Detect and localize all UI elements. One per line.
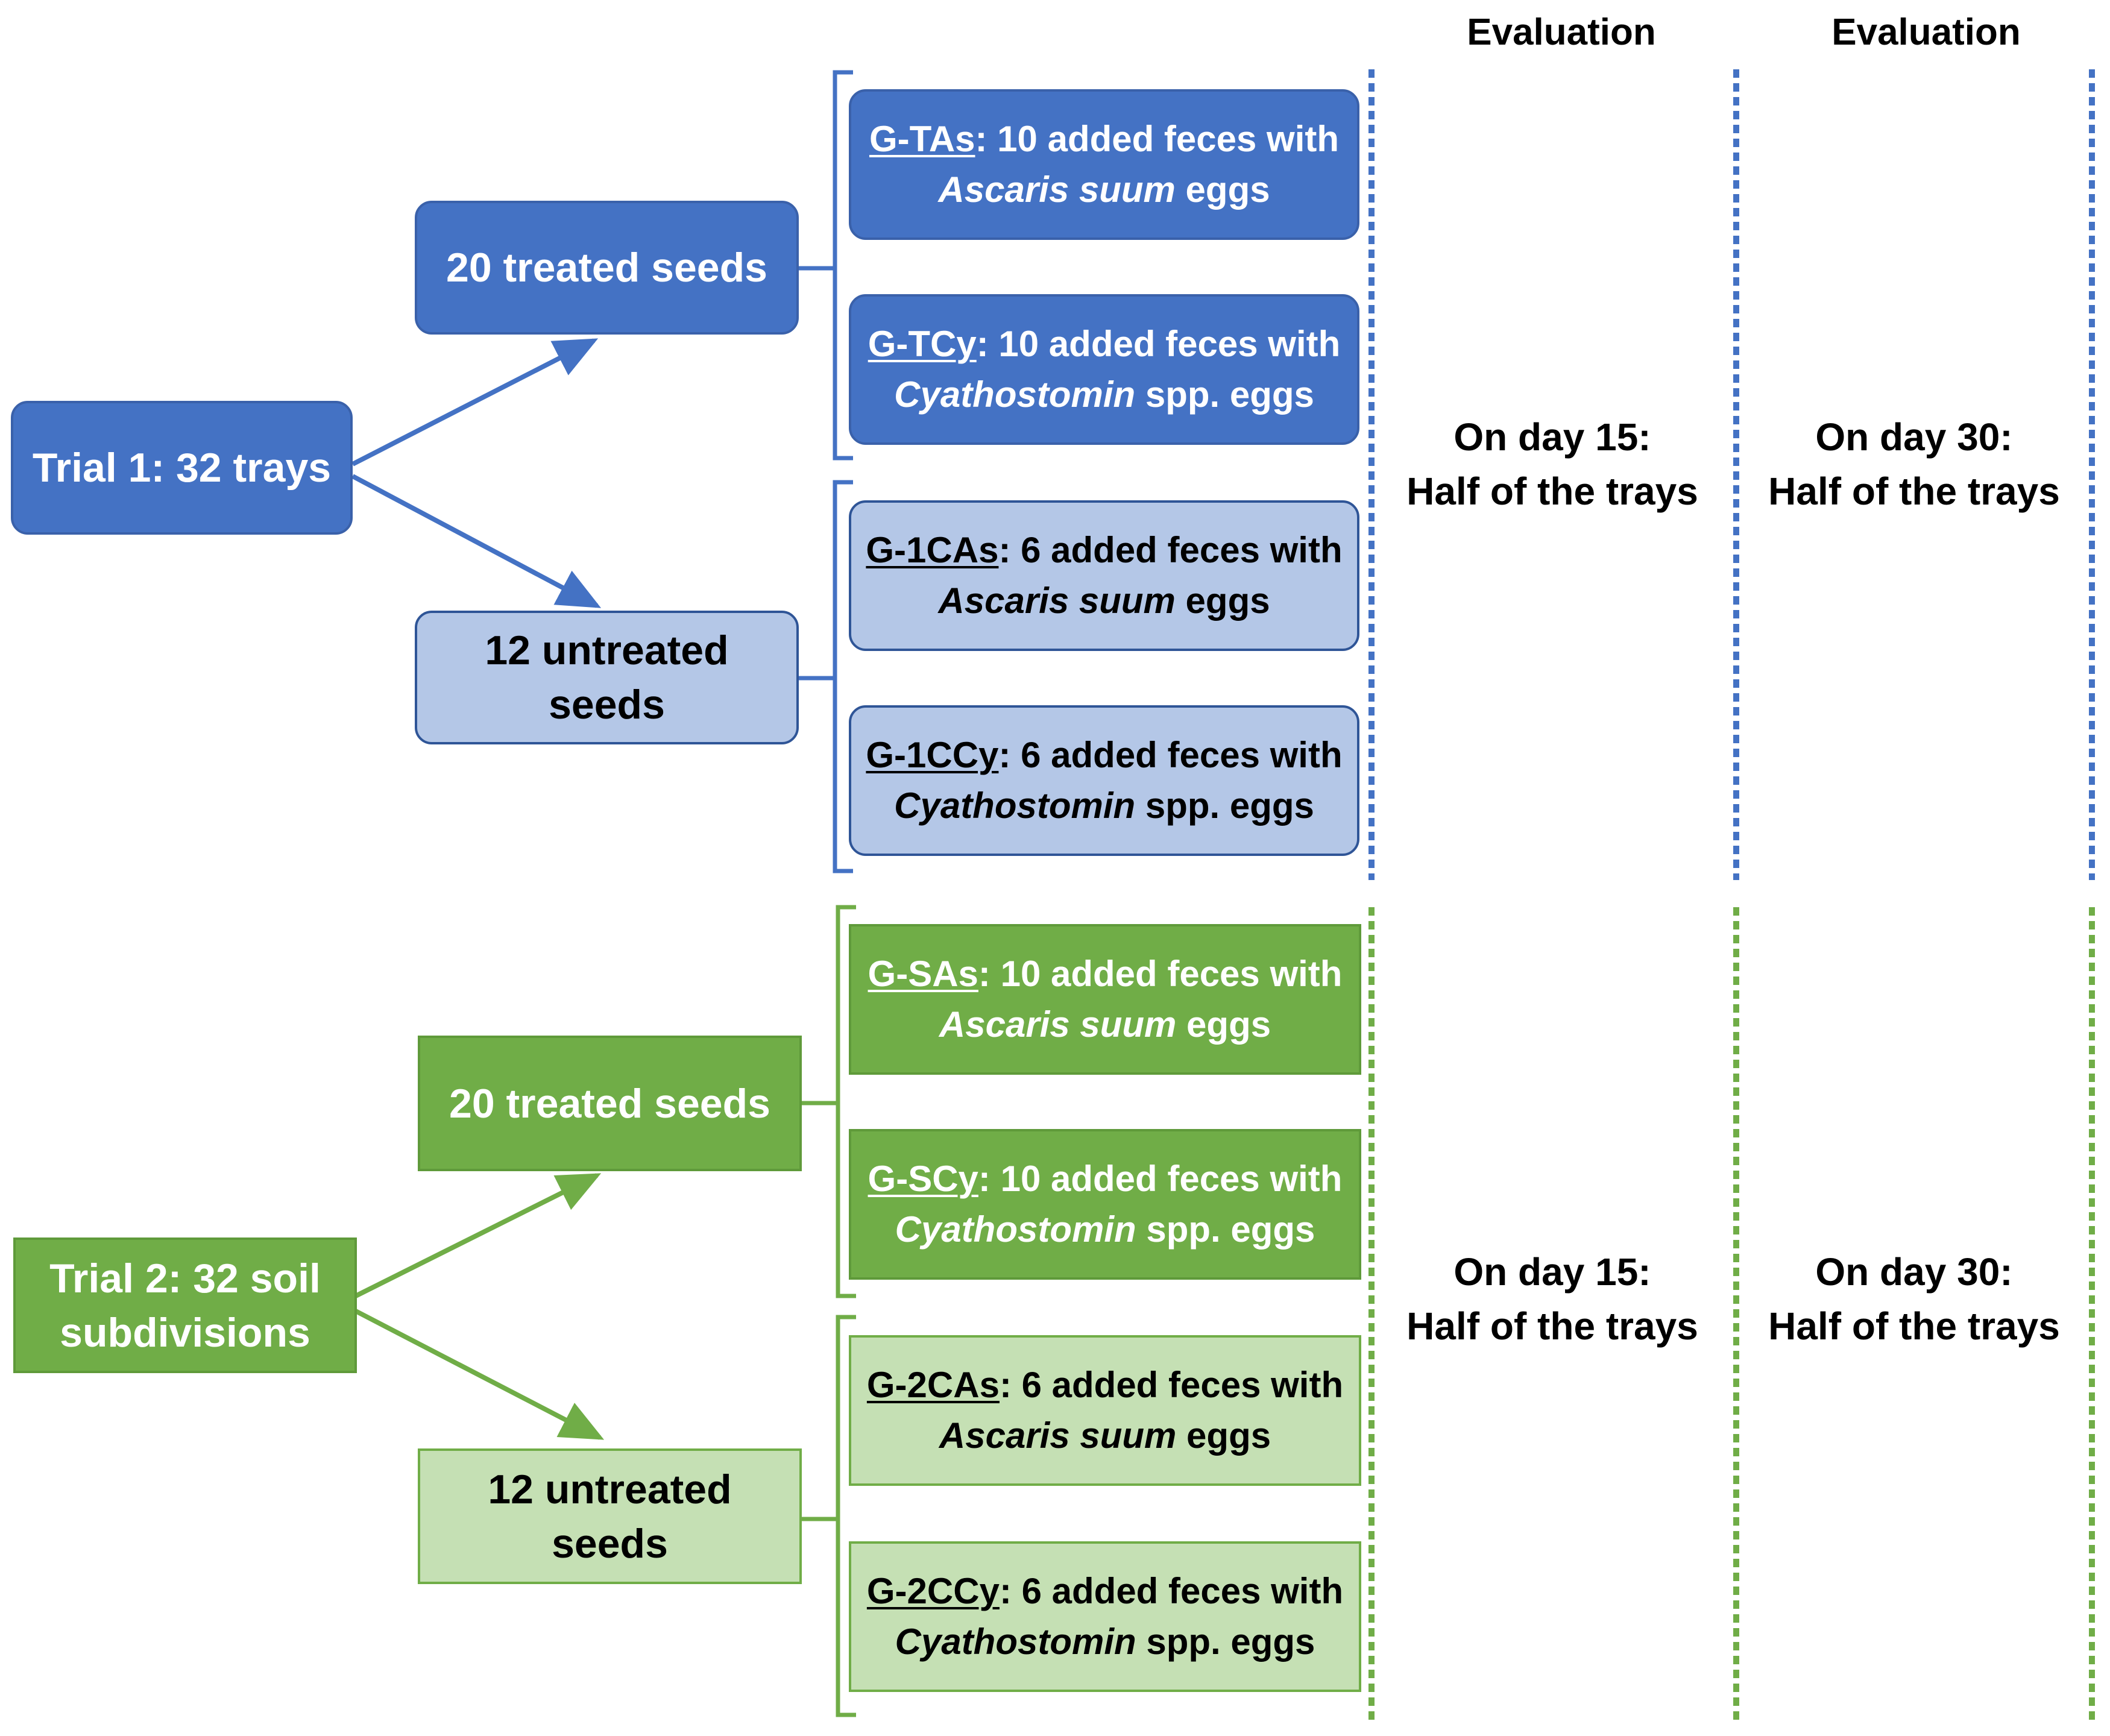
evaluation-header-right: Evaluation xyxy=(1831,11,2021,53)
trial1-treated-bracket xyxy=(799,70,853,461)
eval-day15-line2: Half of the trays xyxy=(1406,470,1698,513)
eval-day30-line2: Half of the trays xyxy=(1768,470,2060,513)
group-description: : 6 added feces with xyxy=(999,1365,1344,1405)
trial1-arrow-treated xyxy=(351,338,599,467)
group-box-g-1ccy: G-1CCy: 6 added feces with Cyathostomin … xyxy=(849,705,1359,856)
egg-suffix: eggs xyxy=(1176,1415,1271,1456)
group-box-g-1cas: G-1CAs: 6 added feces with Ascaris suum … xyxy=(849,500,1359,651)
egg-suffix: spp. eggs xyxy=(1136,1209,1315,1250)
group-description: : 10 added feces with xyxy=(975,119,1340,159)
trial1-untreated-line1: 12 untreated xyxy=(485,627,729,673)
trial2-treated-label: 20 treated seeds xyxy=(449,1080,770,1127)
egg-suffix: eggs xyxy=(1175,580,1270,621)
trial2-eval-day15: On day 15: Half of the trays xyxy=(1384,1245,1721,1353)
group-box-g-tcy: G-TCy: 10 added feces with Cyathostomin … xyxy=(849,294,1359,445)
egg-suffix: spp. eggs xyxy=(1135,785,1314,826)
species-name: Ascaris suum xyxy=(939,1004,1177,1045)
egg-suffix: eggs xyxy=(1175,169,1270,210)
trial2-untreated-bracket xyxy=(802,1315,856,1717)
species-name: Cyathostomin xyxy=(895,1209,1136,1250)
evaluation-header-left: Evaluation xyxy=(1467,11,1656,53)
species-name: Cyathostomin xyxy=(894,374,1136,415)
egg-suffix: spp. eggs xyxy=(1136,1621,1315,1662)
trial2-eval-day30: On day 30: Half of the trays xyxy=(1745,1245,2083,1353)
species-name: Ascaris suum xyxy=(939,1415,1177,1456)
species-name: Ascaris suum xyxy=(938,169,1176,210)
trial1-untreated-line2: seeds xyxy=(549,682,665,728)
group-description: : 10 added feces with xyxy=(978,1159,1343,1199)
group-code: G-2CAs xyxy=(866,1365,1000,1405)
group-code: G-SCy xyxy=(868,1159,978,1199)
group-description: : 6 added feces with xyxy=(998,735,1343,775)
eval-day15-line1: On day 15: xyxy=(1453,415,1651,459)
group-box-g-2ccy: G-2CCy: 6 added feces with Cyathostomin … xyxy=(849,1541,1361,1692)
trial2-treated-bracket xyxy=(802,905,856,1298)
trial1-treated-box: 20 treated seeds xyxy=(415,201,799,335)
group-description: : 6 added feces with xyxy=(999,1571,1344,1611)
species-name: Cyathostomin xyxy=(894,785,1136,826)
eval-day15-line1: On day 15: xyxy=(1453,1250,1651,1294)
eval-day30-line2: Half of the trays xyxy=(1768,1304,2060,1348)
trial1-untreated-bracket xyxy=(799,480,853,873)
egg-suffix: eggs xyxy=(1176,1004,1271,1045)
eval-day30-line1: On day 30: xyxy=(1815,1250,2013,1294)
trial1-root-box: Trial 1: 32 trays xyxy=(11,401,353,535)
trial1-eval-day15: On day 15: Half of the trays xyxy=(1384,410,1721,518)
eval-day15-line2: Half of the trays xyxy=(1406,1304,1698,1348)
trial1-root-label: Trial 1: 32 trays xyxy=(32,445,332,491)
trial2-untreated-line2: seeds xyxy=(552,1520,668,1567)
trial2-arrow-treated xyxy=(354,1173,602,1298)
group-description: : 6 added feces with xyxy=(998,530,1343,570)
trial1-treated-label: 20 treated seeds xyxy=(446,245,767,291)
group-code: G-2CCy xyxy=(866,1571,1000,1611)
group-code: G-SAs xyxy=(868,954,978,994)
trial2-untreated-line1: 12 untreated xyxy=(488,1466,732,1512)
trial1-untreated-box: 12 untreated seeds xyxy=(415,611,799,744)
group-code: G-1CCy xyxy=(866,735,999,775)
species-name: Cyathostomin xyxy=(895,1621,1136,1662)
group-description: : 10 added feces with xyxy=(976,324,1341,364)
trial2-root-box: Trial 2: 32 soil subdivisions xyxy=(13,1238,357,1373)
group-box-g-2cas: G-2CAs: 6 added feces with Ascaris suum … xyxy=(849,1335,1361,1486)
group-code: G-1CAs xyxy=(866,530,999,570)
trial2-untreated-box: 12 untreated seeds xyxy=(418,1448,802,1584)
eval-day30-line1: On day 30: xyxy=(1815,415,2013,459)
trial2-root-line1: Trial 2: 32 soil xyxy=(49,1255,321,1301)
trial1-arrow-untreated xyxy=(351,474,602,608)
trial2-arrow-untreated xyxy=(354,1309,605,1440)
trial2-treated-box: 20 treated seeds xyxy=(418,1036,802,1171)
group-description: : 10 added feces with xyxy=(978,954,1343,994)
group-box-g-scy: G-SCy: 10 added feces with Cyathostomin … xyxy=(849,1129,1361,1280)
group-box-g-tas: G-TAs: 10 added feces with Ascaris suum … xyxy=(849,89,1359,240)
group-code: G-TCy xyxy=(868,324,977,364)
trial2-root-line2: subdivisions xyxy=(60,1309,310,1356)
species-name: Ascaris suum xyxy=(938,580,1176,621)
group-box-g-sas: G-SAs: 10 added feces with Ascaris suum … xyxy=(849,924,1361,1075)
trial1-eval-day30: On day 30: Half of the trays xyxy=(1745,410,2083,518)
group-code: G-TAs xyxy=(869,119,975,159)
egg-suffix: spp. eggs xyxy=(1135,374,1314,415)
